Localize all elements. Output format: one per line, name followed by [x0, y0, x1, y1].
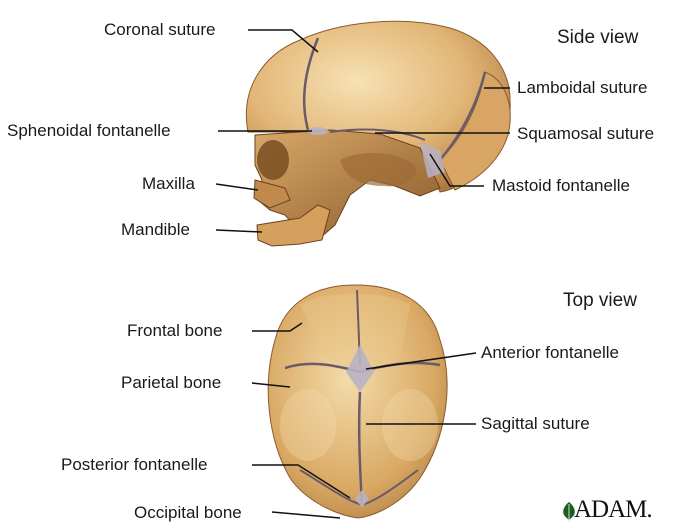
label-posterior-fontanelle: Posterior fontanelle	[61, 455, 207, 475]
label-mandible: Mandible	[121, 220, 190, 240]
label-anterior-fontanelle: Anterior fontanelle	[481, 343, 619, 363]
top-view-title: Top view	[563, 291, 637, 311]
leader-occipital	[272, 512, 340, 518]
label-frontal-bone: Frontal bone	[127, 321, 222, 341]
parietal-boss-left	[280, 389, 336, 461]
label-occipital-bone: Occipital bone	[134, 503, 242, 523]
parietal-boss-right	[382, 389, 438, 461]
label-sagittal-suture: Sagittal suture	[481, 414, 590, 434]
label-maxilla: Maxilla	[142, 174, 195, 194]
leader-maxilla	[216, 184, 258, 190]
top-view-skull	[268, 285, 447, 518]
label-lamboidal-suture: Lamboidal suture	[517, 78, 647, 98]
label-coronal-suture: Coronal suture	[104, 20, 216, 40]
side-view-title: Side view	[557, 28, 638, 48]
leader-mandible	[216, 230, 262, 232]
label-squamosal-suture: Squamosal suture	[517, 124, 654, 144]
label-parietal-bone: Parietal bone	[121, 373, 221, 393]
label-sphenoidal-fontanelle: Sphenoidal fontanelle	[7, 121, 171, 141]
label-mastoid-fontanelle: Mastoid fontanelle	[492, 176, 630, 196]
side-orbit	[257, 140, 289, 180]
adam-logo: ADAM.	[574, 496, 652, 524]
